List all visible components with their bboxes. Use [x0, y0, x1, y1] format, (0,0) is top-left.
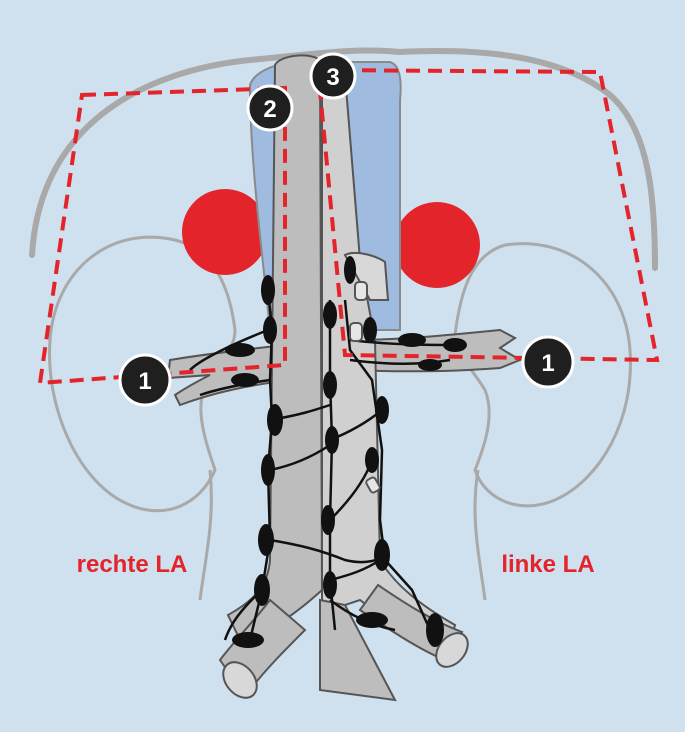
- vessel-stubs: [349, 281, 381, 494]
- right-ureter: [198, 469, 213, 601]
- lymph-node: [232, 632, 264, 648]
- lymph-node: [325, 426, 339, 454]
- lymph-node: [356, 612, 388, 628]
- lymph-node: [344, 256, 356, 284]
- lymph-node: [323, 571, 337, 599]
- lymph-node: [258, 524, 274, 556]
- left-adrenal: [394, 202, 480, 288]
- diaphragm-outline: [29, 47, 658, 271]
- mesenteric-branch: [343, 252, 390, 301]
- lymph-node: [225, 343, 255, 357]
- lymph-node: [267, 404, 283, 436]
- lymph-node: [261, 454, 275, 486]
- lymph-node: [261, 275, 275, 305]
- left-resection-field: [315, 67, 660, 363]
- lymph-node: [254, 574, 270, 606]
- lymph-node: [323, 301, 337, 329]
- badge-right-renal-label: 1: [138, 368, 151, 395]
- right-field-label: rechte LA: [77, 551, 188, 578]
- lymph-node: [426, 613, 444, 647]
- lymph-nodes: [225, 256, 467, 648]
- left-field-label: linke LA: [501, 551, 594, 578]
- badge-aorta-label: 3: [326, 64, 339, 91]
- lymph-node: [231, 373, 259, 387]
- lymph-node: [374, 539, 390, 571]
- lymph-node: [398, 333, 426, 347]
- lymph-node: [375, 396, 389, 424]
- badge-vena-cava: 2: [246, 84, 294, 132]
- right-kidney-outline: [48, 235, 237, 513]
- lymph-node: [443, 338, 467, 352]
- lymph-node: [363, 317, 377, 343]
- lymph-node: [365, 447, 379, 473]
- right-iliac-opening: [222, 661, 258, 699]
- badge-vena-cava-label: 2: [263, 96, 276, 123]
- badge-right-renal: 1: [118, 353, 172, 407]
- badge-left-renal: 1: [521, 335, 575, 389]
- right-renal-vein: [166, 343, 292, 407]
- badge-left-renal-label: 1: [541, 350, 554, 377]
- left-ureter: [473, 469, 487, 601]
- right-adrenal: [182, 189, 268, 275]
- right-resection-field: [37, 85, 287, 386]
- lymph-node: [323, 371, 337, 399]
- lymph-node: [263, 316, 277, 344]
- lymph-node: [418, 359, 442, 371]
- lymph-node: [321, 505, 335, 535]
- left-iliac-opening: [435, 632, 469, 668]
- badge-aorta: 3: [309, 52, 357, 100]
